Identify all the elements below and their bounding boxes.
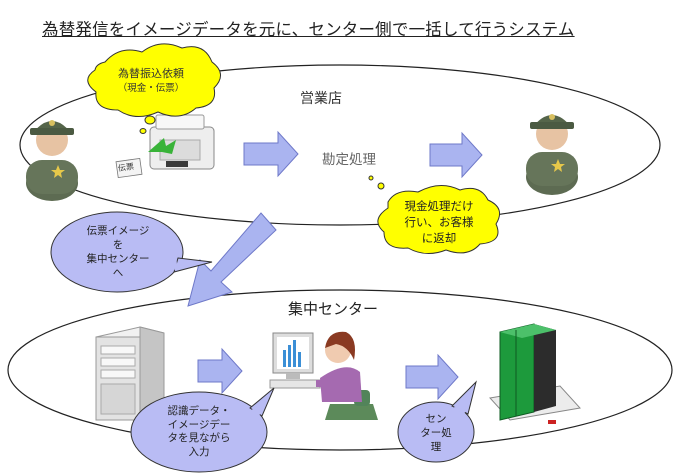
bubble-center-line1: セン xyxy=(425,413,447,425)
bubble-request-line1: 為替振込依頼 xyxy=(118,67,184,80)
slip-label: 伝票 xyxy=(117,161,135,174)
bubble-input-line2: イメージデー xyxy=(167,418,231,431)
bubble-cash-line2: 行い、お客様 xyxy=(404,215,474,229)
bubble-slip-image-text: 伝票イメージ を 集中センター へ xyxy=(70,224,166,280)
bubble-cash-text: 現金処理だけ 行い、お客様 に返却 xyxy=(388,198,490,246)
bubble-input xyxy=(130,387,275,473)
bubble-center-line3: 理 xyxy=(430,441,442,453)
scanner-icon xyxy=(148,114,215,170)
branch-label: 営業店 xyxy=(300,91,342,107)
arrow-process-to-customer xyxy=(429,131,483,179)
bubble-input-line4: 入力 xyxy=(188,445,210,458)
branch-ellipse xyxy=(19,64,661,226)
bubble-input-line1: 認識データ・ xyxy=(167,405,231,417)
bubble-cash-only xyxy=(368,175,501,254)
mainframe-icon xyxy=(489,323,581,424)
bubble-center-line2: ター処 xyxy=(420,427,452,439)
arrow-server-to-operator xyxy=(197,347,243,395)
bubble-slip-image xyxy=(50,211,213,293)
arrow-operator-to-mainframe xyxy=(405,353,459,401)
bubble-input-line3: タを見ながら xyxy=(167,432,231,444)
bubble-transfer-request xyxy=(87,43,221,134)
customer-return-person-icon xyxy=(526,114,578,195)
bubble-slip-line3: 集中センター xyxy=(86,253,150,265)
bubble-cash-line3: に返却 xyxy=(421,231,457,245)
process-label: 勘定処理 xyxy=(322,152,376,168)
bubble-slip-line2: を xyxy=(112,239,124,251)
center-label: 集中センター xyxy=(288,300,379,318)
arrow-scan-to-process xyxy=(243,130,299,178)
bubble-request-text: 為替振込依頼 （現金・伝票） xyxy=(96,66,206,96)
diagram-title: 為替発信をイメージデータを元に、センター側で一括して行うシステム xyxy=(42,20,575,39)
bubble-cash-line1: 現金処理だけ xyxy=(404,199,474,213)
bubble-input-text: 認識データ・ イメージデー タを見ながら 入力 xyxy=(148,405,250,459)
center-ellipse xyxy=(7,289,673,451)
customer-person-icon xyxy=(26,120,78,201)
bubble-center-process xyxy=(397,380,477,463)
slip-document-icon xyxy=(115,157,143,179)
bubble-request-line2: （現金・伝票） xyxy=(117,83,185,94)
server-tower-icon xyxy=(95,326,165,421)
bubble-center-process-text: セン ター処 理 xyxy=(406,412,466,454)
bubble-slip-line4: へ xyxy=(112,267,124,279)
bubble-slip-line1: 伝票イメージ xyxy=(86,225,150,237)
operator-at-computer-icon xyxy=(269,331,378,420)
arrow-branch-to-center xyxy=(187,212,277,307)
